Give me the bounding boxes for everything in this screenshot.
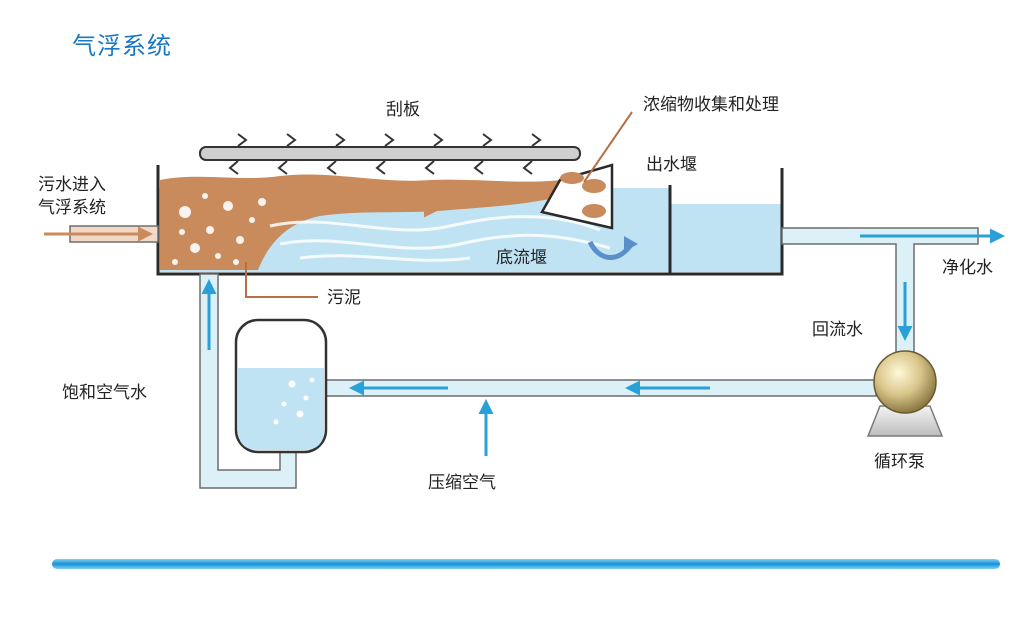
scraper-blade: [237, 133, 248, 147]
label-scraper: 刮板: [386, 100, 420, 120]
label-compressed-air: 压缩空气: [428, 473, 496, 493]
scraper-blade: [326, 160, 337, 175]
pump-icon: [866, 350, 944, 437]
scraper-blade: [424, 160, 435, 175]
scraper-blade: [375, 160, 386, 175]
sludge-pointer: [245, 262, 318, 298]
scraper-blade: [277, 160, 288, 175]
label-clean-water: 净化水: [942, 258, 993, 278]
flotation-tank: [156, 163, 784, 276]
scraper-blade: [335, 133, 346, 147]
scraper-blade: [531, 133, 542, 147]
saturation-tank-icon: [234, 318, 328, 454]
label-return-water: 回流水: [812, 320, 863, 340]
scraper-icon: [199, 133, 581, 175]
scraper-blade: [286, 133, 297, 147]
label-sludge: 污泥: [327, 288, 361, 308]
concentrate-pointer: [583, 111, 633, 183]
sludge-layer: [160, 174, 585, 270]
air-bubbles: [172, 193, 266, 265]
scraper-blade: [522, 160, 533, 175]
label-saturated-water: 饱和空气水: [62, 383, 147, 403]
label-outlet-weir: 出水堰: [646, 155, 697, 175]
label-pump: 循环泵: [874, 452, 925, 472]
scraper-blade: [228, 160, 239, 175]
footer-divider: [52, 559, 1000, 569]
scraper-blade: [433, 133, 444, 147]
clean-water-pipe: [781, 227, 1005, 373]
flow-waves: [269, 215, 611, 262]
inlet-pipe: [44, 225, 159, 243]
scraper-blade: [473, 160, 484, 175]
outlet-chamber-water: [670, 204, 782, 272]
page-title: 气浮系统: [72, 32, 172, 60]
label-inlet-2: 气浮系统: [38, 198, 106, 218]
label-bottom-weir: 底流堰: [496, 248, 547, 268]
label-inlet-1: 污水进入: [38, 175, 106, 195]
label-concentrate: 浓缩物收集和处理: [643, 95, 779, 115]
pointer-lines: [245, 111, 633, 298]
scraper-blade: [384, 133, 395, 147]
scraper-blade: [482, 133, 493, 147]
